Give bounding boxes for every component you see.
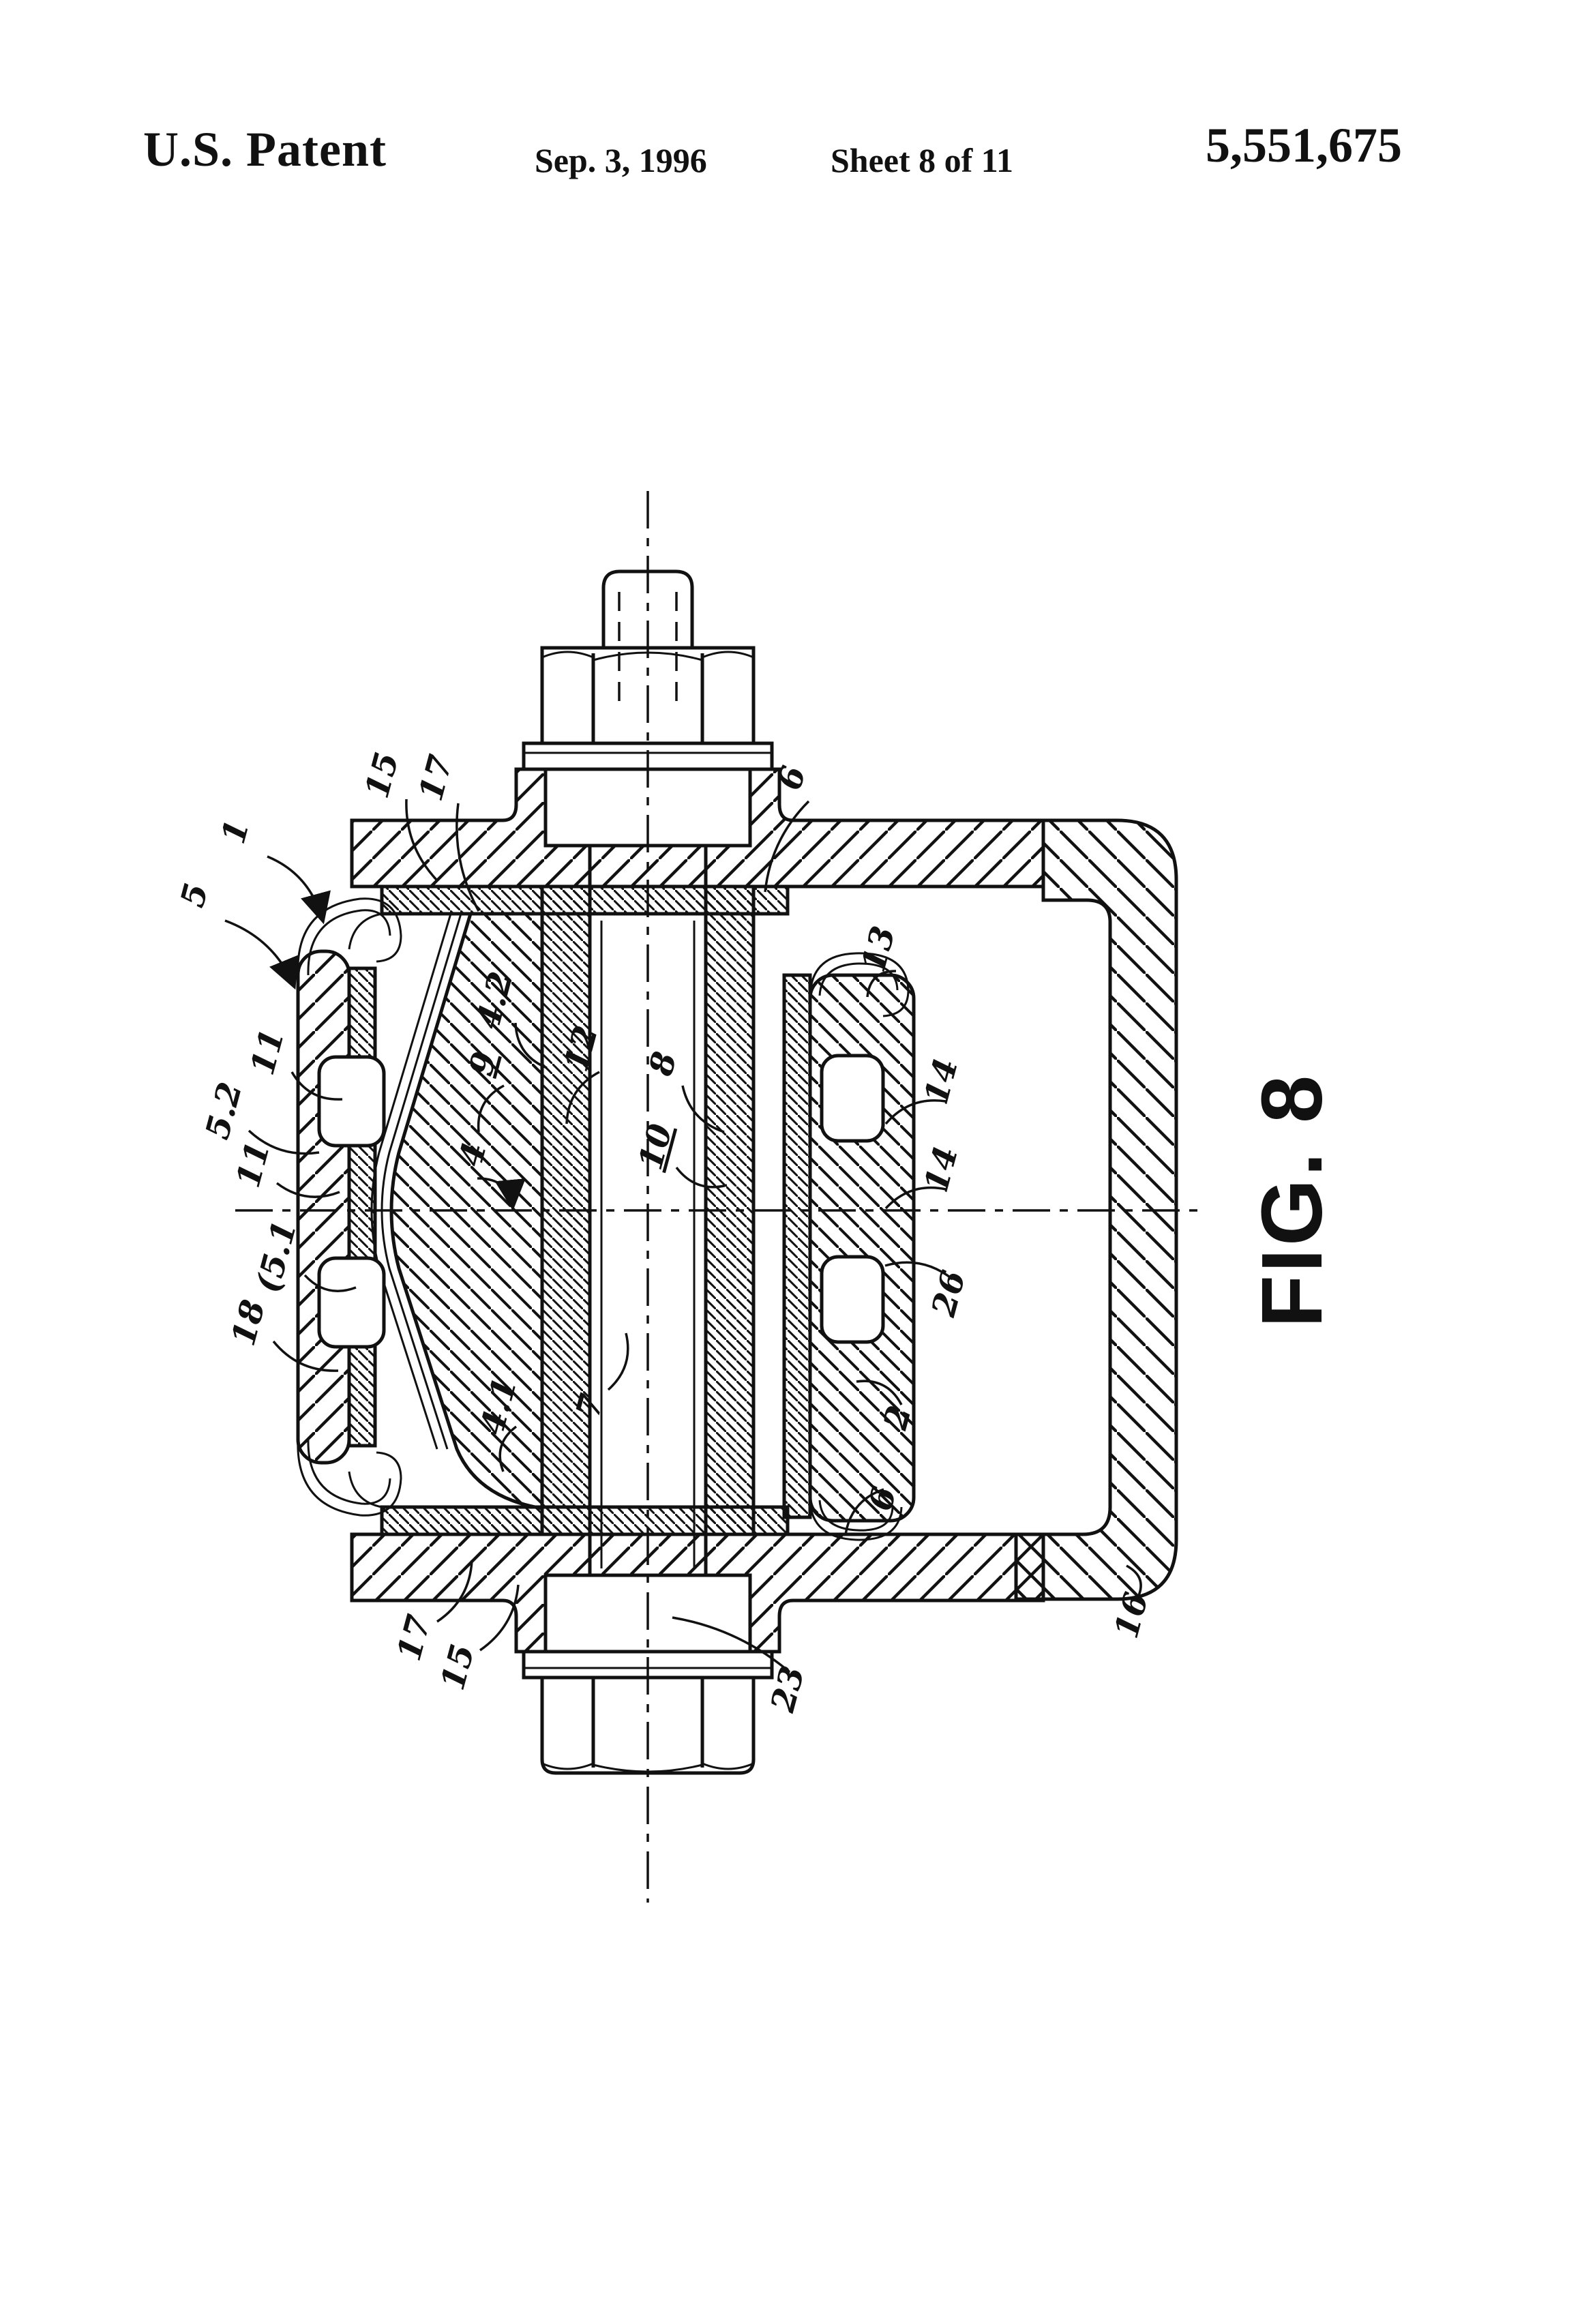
patent-header-sheet: Sheet 8 of 11 xyxy=(831,141,1014,179)
patent-header-date: Sep. 3, 1996 xyxy=(535,141,707,179)
left-void-lower xyxy=(317,1256,386,1349)
figure-label-15: 15 xyxy=(434,1640,482,1694)
top-washer xyxy=(522,741,774,771)
leader-line xyxy=(248,1129,320,1155)
leader-line xyxy=(884,1186,946,1210)
leader-line xyxy=(681,1085,725,1133)
figure-label-14: 14 xyxy=(917,1142,966,1196)
leader-line xyxy=(884,1099,946,1125)
sleeve-right xyxy=(704,884,756,1536)
figure-label-13: 13 xyxy=(854,922,903,976)
right-rubber-stack xyxy=(782,952,916,1541)
figure-label-1: 1 xyxy=(214,816,257,848)
leader-line xyxy=(477,1084,505,1133)
cup-wall xyxy=(296,949,351,1465)
right-void-lower xyxy=(820,1255,885,1344)
leader-line xyxy=(514,1022,548,1069)
right-bottom-sheet-2 xyxy=(809,1500,903,1541)
figure-label-15: 15 xyxy=(358,748,406,802)
leader-line xyxy=(844,1488,884,1535)
leader-line xyxy=(675,1166,728,1189)
leader-line xyxy=(275,1182,340,1198)
housing-bracket xyxy=(1014,818,1178,1601)
figure-label-11: 11 xyxy=(229,1137,278,1191)
lower-sheet-plate-curl xyxy=(348,1471,383,1508)
figure-label-17: 17 xyxy=(412,751,460,805)
figure-label-5.1: (5.1 xyxy=(249,1217,305,1296)
leader-line xyxy=(456,803,480,912)
leader-line xyxy=(866,970,897,998)
leader-line xyxy=(290,1071,343,1101)
figure-label-14: 14 xyxy=(917,1054,966,1108)
inner-sleeve xyxy=(540,884,756,1536)
left-conical-rubber-spring xyxy=(389,912,544,1510)
cup-bottom-curl xyxy=(297,1438,402,1517)
right-void-upper xyxy=(820,1054,885,1143)
bottom-bolt-head xyxy=(540,1675,756,1775)
leader-line xyxy=(884,1261,954,1281)
leader-line xyxy=(498,1425,518,1472)
leader-line xyxy=(436,1560,473,1623)
right-top-curl-13 xyxy=(809,952,910,1017)
figure-label-26: 26 xyxy=(925,1266,974,1321)
leader-line xyxy=(405,799,438,881)
leader-line xyxy=(856,1380,903,1405)
bolt-shaft xyxy=(588,846,708,1575)
leader-line xyxy=(1126,1564,1142,1600)
figure-label-11: 11 xyxy=(243,1025,292,1079)
leader-line xyxy=(565,1071,600,1124)
figure-caption: FIG. 8 xyxy=(1244,1073,1340,1328)
figure-label-5.2: 5.2 xyxy=(198,1078,250,1143)
reference-arrow xyxy=(267,855,331,925)
reference-arrow xyxy=(224,919,299,990)
patent-header-number: 5,551,675 xyxy=(1206,118,1402,173)
right-plate xyxy=(782,973,812,1519)
leader-line xyxy=(672,1616,791,1673)
top-stud xyxy=(601,569,694,709)
left-void-upper xyxy=(317,1055,386,1148)
left-plate-11 xyxy=(347,966,377,1448)
cup-top-curl xyxy=(297,897,402,976)
leader-line xyxy=(479,1584,520,1652)
reference-arrow xyxy=(477,1177,526,1211)
leader-line xyxy=(607,1332,629,1391)
patent-header-title: U.S. Patent xyxy=(143,122,387,177)
lower-mounting-plate xyxy=(350,1532,1045,1654)
figure-label-10: 10 xyxy=(631,1120,680,1174)
leader-line xyxy=(764,800,810,893)
leader-line xyxy=(272,1340,339,1372)
figure-label-5: 5 xyxy=(173,879,216,911)
figure-label-18: 18 xyxy=(224,1296,273,1350)
sleeve-left xyxy=(540,884,592,1536)
figure-label-17: 17 xyxy=(390,1611,438,1665)
leader-line xyxy=(303,1274,357,1292)
left-outer-cup xyxy=(296,897,402,1517)
upper-sheet-plate-curl xyxy=(348,912,383,950)
